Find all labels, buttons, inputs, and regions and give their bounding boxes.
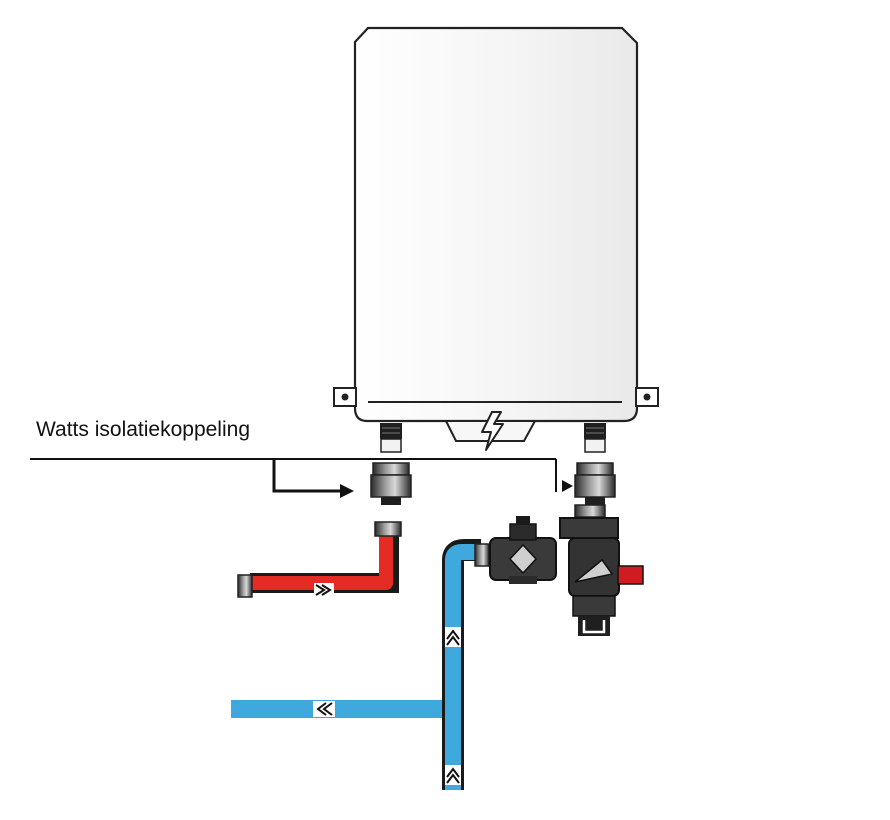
mounting-bracket-left bbox=[333, 387, 357, 407]
callout-arrowhead-left bbox=[340, 484, 354, 498]
cold-water-pipe bbox=[231, 539, 490, 790]
pressure-relief-valve bbox=[559, 504, 644, 636]
drain-outlet bbox=[578, 616, 610, 636]
callout-leader bbox=[30, 458, 573, 498]
boiler-tank bbox=[333, 26, 659, 451]
mounting-bracket-right bbox=[635, 387, 659, 407]
isolation-coupling-left bbox=[370, 462, 412, 505]
flow-arrow-icon bbox=[314, 583, 334, 597]
callout-arrowhead-right bbox=[562, 480, 573, 492]
tank-body bbox=[353, 26, 639, 423]
lightning-bolt-icon bbox=[481, 411, 504, 451]
callout-label-isolation-coupling: Watts isolatiekoppeling bbox=[36, 418, 250, 441]
hot-water-pipe bbox=[237, 521, 402, 598]
tank-outlet-nipple-right bbox=[584, 423, 606, 453]
tank-outlet-nipple-left bbox=[380, 423, 402, 453]
flow-arrow-icon bbox=[313, 701, 335, 717]
isolation-coupling-right bbox=[574, 462, 616, 505]
flow-arrow-icon bbox=[445, 627, 461, 647]
check-valve-body bbox=[489, 516, 557, 584]
flow-arrow-icon bbox=[445, 765, 461, 785]
safety-valve-group bbox=[489, 504, 644, 636]
